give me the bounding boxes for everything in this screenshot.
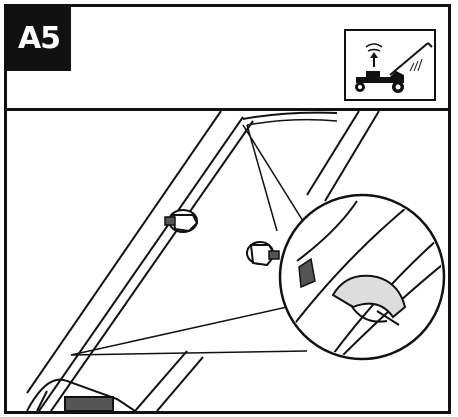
callout-leader-lines	[70, 124, 308, 356]
handle-knob-lower	[246, 241, 280, 267]
panel-header: A5	[7, 7, 448, 111]
step-label: A5	[7, 7, 71, 71]
top-crossbar	[242, 111, 338, 120]
handle-knob-upper	[164, 209, 199, 233]
right-handle-tube	[134, 110, 380, 412]
left-handle-tube	[26, 110, 254, 412]
assembly-illustration	[7, 110, 448, 412]
handle-assembly-drawing	[26, 110, 446, 412]
mower-deck	[26, 378, 136, 412]
lawnmower-handle-raise-icon	[344, 29, 436, 101]
lawnmower-icon	[355, 42, 433, 93]
instruction-panel: A5	[4, 4, 451, 414]
